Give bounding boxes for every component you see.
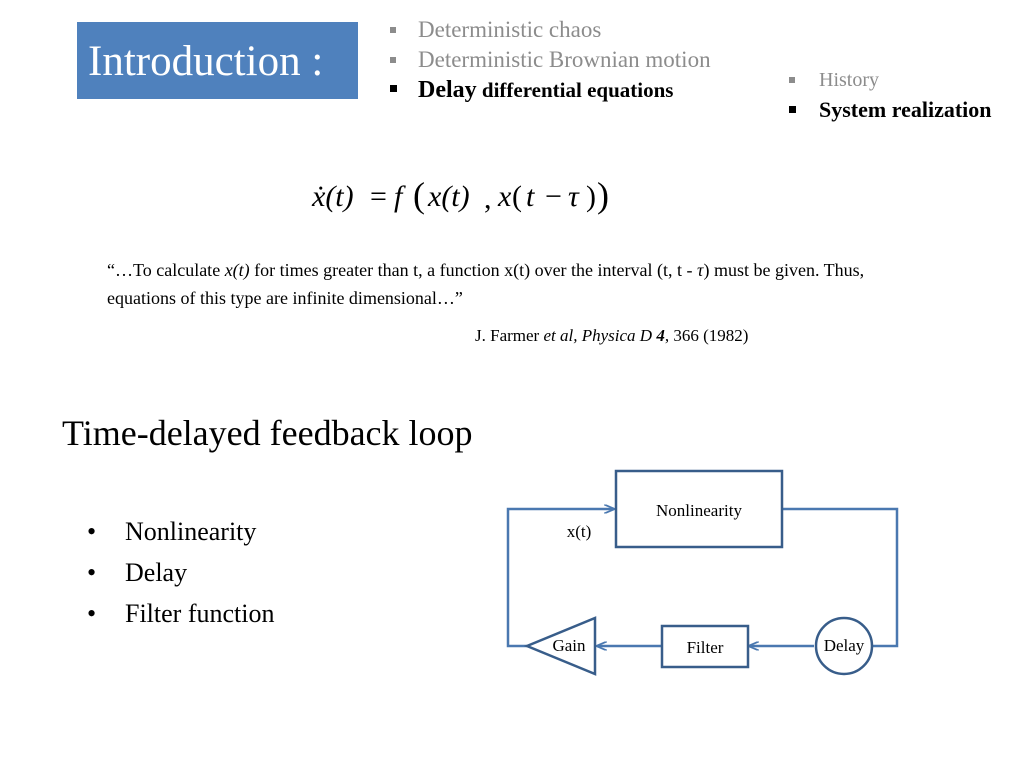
signal-label: x(t)	[567, 522, 592, 541]
citation-pages-year: , 366 (1982)	[664, 326, 749, 345]
topic-label: Deterministic Brownian motion	[418, 47, 711, 72]
topic-label: Deterministic chaos	[418, 17, 602, 42]
topic-label-strong: Delay	[418, 77, 477, 103]
topic-item-active: Delay differential equations	[390, 75, 711, 105]
subtopic-label: System realization	[819, 97, 992, 122]
equation-minus: −	[545, 180, 562, 213]
citation-authors: J. Farmer	[475, 326, 544, 345]
square-bullet-icon	[390, 85, 397, 92]
delay-label: Delay	[824, 636, 865, 655]
nonlinearity-label: Nonlinearity	[656, 501, 742, 520]
topic-label-rest: differential equations	[476, 78, 674, 102]
bullet-icon: •	[87, 558, 97, 587]
quote-text: ) must be given. Thus, equations of this…	[107, 260, 865, 308]
equation-equals: =	[370, 180, 387, 213]
list-item: • Filter function	[87, 596, 274, 637]
square-bullet-icon	[789, 106, 796, 113]
citation: J. Farmer et al, Physica D 4, 366 (1982)	[475, 324, 748, 348]
equation-separator: ,	[484, 182, 492, 215]
quote-tau: τ	[697, 260, 704, 280]
components-list: • Nonlinearity • Delay • Filter function	[87, 514, 274, 637]
equation-tau: τ	[568, 180, 580, 213]
citation-journal: et al, Physica D	[543, 326, 657, 345]
component-label: Filter function	[125, 599, 275, 628]
equation-arg2-t: t	[526, 180, 535, 213]
equation-paren: (	[413, 175, 425, 215]
gain-label: Gain	[552, 636, 586, 655]
list-item: • Nonlinearity	[87, 514, 274, 555]
square-bullet-icon	[390, 57, 396, 63]
equation-arg2-x: x	[497, 180, 512, 213]
equation-lhs: ẋ(t)	[311, 180, 354, 213]
title-banner: Introduction :	[77, 22, 358, 99]
equation-paren: (	[512, 180, 522, 213]
nonlinearity-block	[614, 469, 784, 549]
bullet-icon: •	[87, 517, 97, 546]
list-item: • Delay	[87, 555, 274, 596]
square-bullet-icon	[789, 77, 795, 83]
delay-differential-equation: ẋ(t) = f ( x(t) , x ( t − τ ) )	[311, 175, 609, 215]
slide-title: Introduction :	[88, 38, 324, 85]
quote-variable: x(t)	[224, 260, 250, 280]
component-label: Nonlinearity	[125, 517, 257, 546]
delay-block	[814, 616, 874, 676]
connector-to-nonlinearity	[506, 509, 614, 648]
equation-paren: )	[597, 175, 609, 215]
square-bullet-icon	[390, 27, 396, 33]
equation-arg1: x(t)	[427, 180, 470, 213]
topic-item: Deterministic chaos	[390, 15, 711, 45]
subtopic-label: History	[819, 69, 879, 91]
topics-outline: Deterministic chaos Deterministic Browni…	[390, 15, 711, 105]
subtopics-outline: History System realization	[789, 66, 992, 124]
bullet-icon: •	[87, 599, 97, 628]
section-heading: Time-delayed feedback loop	[62, 413, 473, 453]
quote-text: “…To calculate	[107, 260, 225, 280]
gain-block	[523, 616, 597, 676]
subtopic-item: History	[789, 66, 992, 95]
farmer-quote: “…To calculate x(t) for times greater th…	[107, 256, 937, 312]
equation-paren: )	[586, 180, 596, 213]
quote-text: for times greater than t, a function x(t…	[249, 260, 698, 280]
citation-volume: 4	[656, 326, 665, 345]
filter-block	[660, 624, 750, 669]
component-label: Delay	[125, 558, 188, 587]
subtopic-item-active: System realization	[789, 95, 992, 124]
filter-label: Filter	[687, 638, 724, 657]
topic-item: Deterministic Brownian motion	[390, 45, 711, 75]
